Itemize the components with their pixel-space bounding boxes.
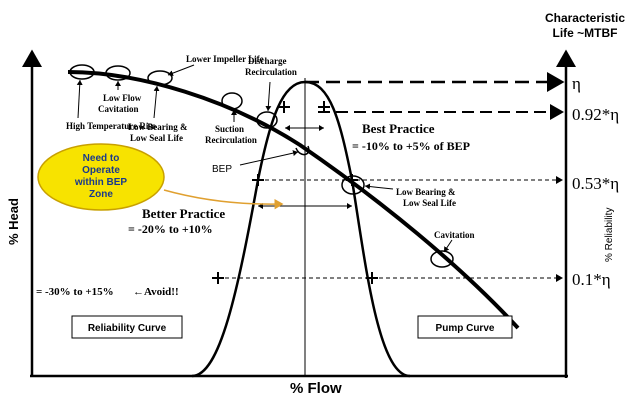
reliability-curve [191,80,411,378]
better-practice-range: = -20% to +10% [128,222,213,236]
avoid-range: = -30% to +15% [36,286,114,298]
low-flow-cavitation-label: Cavitation [98,104,139,114]
callout-line-1: Need to [83,153,120,164]
right-axis-label: % Reliability [604,208,615,262]
callout-text: Need to Operate within BEP Zone [74,153,128,200]
reliability-curve-box [71,315,183,339]
discharge-recirculation-label: Recirculation [245,67,297,77]
condition-markers [69,64,454,268]
eta-01-label: 0.1*η [572,270,611,289]
cavitation-right-label: Cavitation [434,230,475,240]
lower-impeller-label: Lower Impeller Life [186,54,264,64]
x-axis-label: % Flow [290,380,342,397]
tick-marks [212,101,378,284]
label-pointers [76,64,453,253]
best-practice-title: Best Practice [362,121,435,136]
bep-zone-callout [37,143,165,211]
avoid-label: ←Avoid!! [133,286,179,298]
pump-curve-box-label: Pump Curve [436,323,495,334]
low-bearing-left-label: Low Bearing & [128,122,188,132]
pump-curve-box [417,315,513,339]
eta-053-label: 0.53*η [572,174,619,193]
characteristic-title: Characteristic [545,11,625,25]
low-flow-label: Low Flow [103,93,142,103]
callout-line-2: Operate [82,165,120,176]
eta-092-label: 0.92*η [572,105,619,124]
low-seal-right-label: Low Seal Life [403,198,456,208]
best-practice-range: = -10% to +5% of BEP [352,139,470,153]
low-bearing-right-label: Low Bearing & [396,187,456,197]
mtbf-title: Life ~MTBF [553,26,618,40]
better-practice-title: Better Practice [142,206,225,221]
callout-line-3: within BEP [74,177,128,188]
suction-label: Suction [215,124,244,134]
callout-arrow [163,189,284,210]
bep-label: BEP [212,164,232,175]
low-seal-left-label: Low Seal Life [130,133,183,143]
y-axis-label: % Head [6,198,21,245]
pump-curve [67,70,520,330]
reliability-curve-box-label: Reliability Curve [88,323,167,334]
suction-recirculation-label: Recirculation [205,135,257,145]
discharge-label: Discharge [248,56,287,66]
callout-line-4: Zone [89,189,113,200]
high-temp-label: High Temperature Rise [66,121,156,131]
eta-label: η [572,74,581,93]
bep-marker [295,145,310,156]
